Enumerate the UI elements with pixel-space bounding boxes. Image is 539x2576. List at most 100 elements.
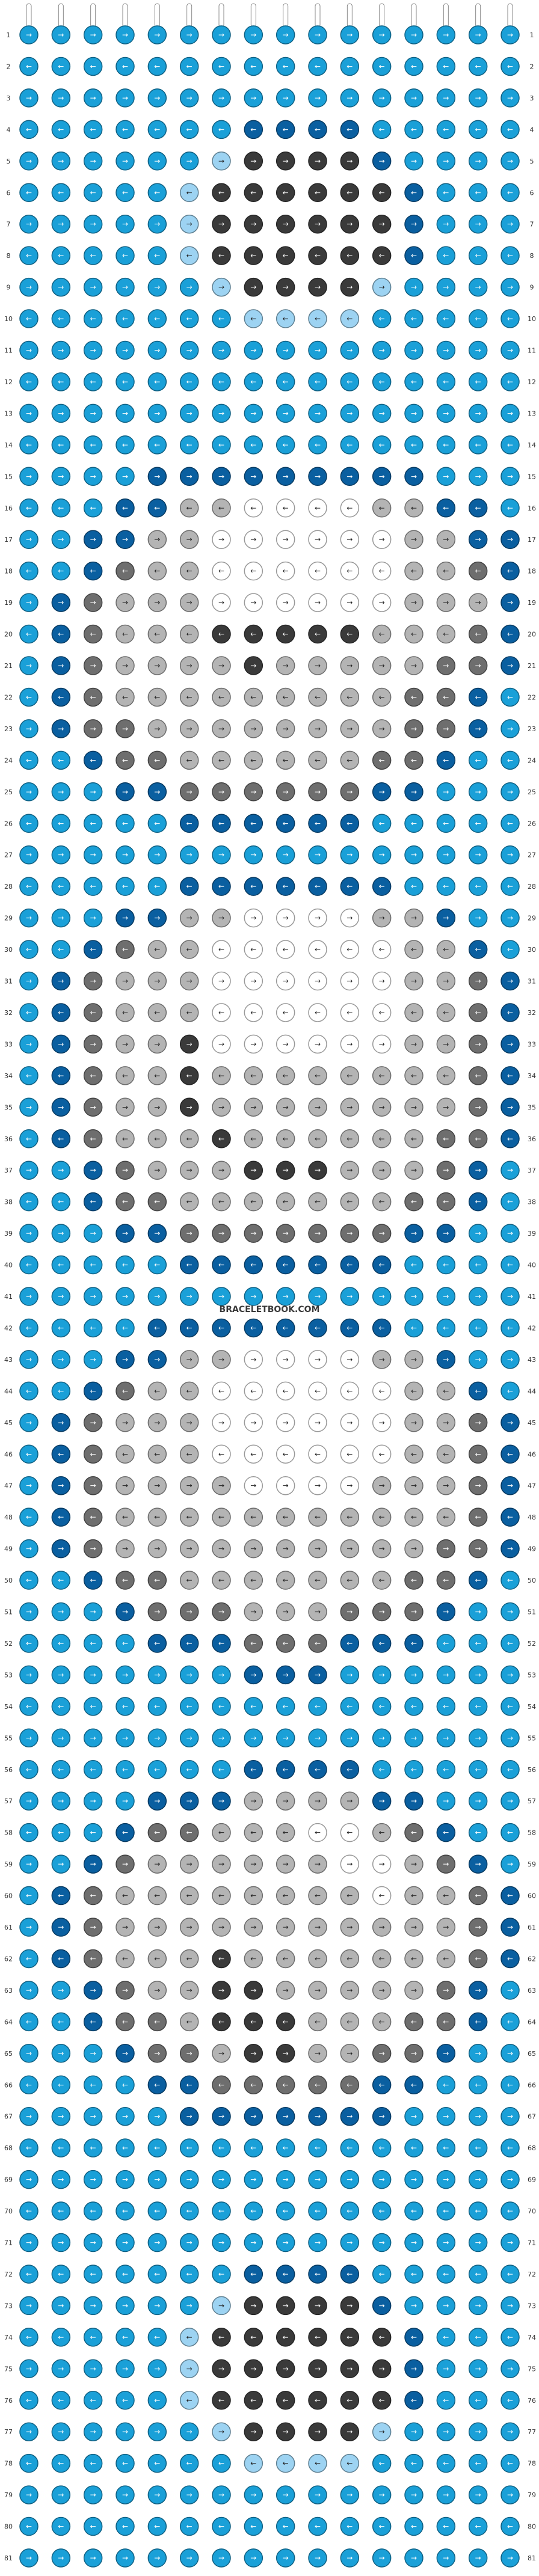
knot-arrow: ← <box>411 2396 417 2405</box>
knot: → <box>404 1918 424 1937</box>
knot-arrow: ← <box>218 188 224 197</box>
knot-arrow: ← <box>315 2522 321 2531</box>
knot: → <box>179 1224 199 1243</box>
knot-arrow: ← <box>379 378 385 386</box>
knot-arrow: → <box>507 1797 513 1805</box>
knot: ← <box>83 1318 103 1338</box>
row-number: 24 <box>4 756 13 764</box>
knot-arrow: ← <box>507 1513 513 1521</box>
knot: ← <box>308 372 327 391</box>
knot: ← <box>436 877 456 896</box>
knot: ← <box>83 498 103 518</box>
row-number: 47 <box>4 1482 13 1490</box>
knot: → <box>404 1539 424 1559</box>
knot-arrow: ← <box>346 2270 353 2278</box>
knot-arrow: ← <box>283 125 289 133</box>
knot-arrow: → <box>315 2239 321 2247</box>
knot-arrow: → <box>283 977 289 986</box>
knot: ← <box>372 1760 392 1779</box>
knot: ← <box>83 1129 103 1148</box>
knot-arrow: → <box>58 2176 64 2184</box>
knot-arrow: ← <box>475 1198 481 1206</box>
row-number: 79 <box>528 2491 536 2499</box>
knot-arrow: → <box>379 1355 385 1364</box>
knot-arrow: → <box>315 1355 321 1364</box>
row-number: 66 <box>4 2081 13 2089</box>
knot: ← <box>116 1949 135 1969</box>
knot-arrow: ← <box>250 1954 256 1963</box>
row-number: 19 <box>4 599 13 607</box>
knot-arrow: → <box>26 535 32 544</box>
knot: ← <box>276 1318 295 1338</box>
knot: ← <box>116 624 135 644</box>
knot: ← <box>468 2516 488 2536</box>
knot-arrow: → <box>475 1482 481 1490</box>
knot: → <box>372 2548 392 2568</box>
knot: ← <box>372 57 392 76</box>
knot: ← <box>308 561 327 581</box>
knot-arrow: → <box>411 346 417 355</box>
knot-arrow: ← <box>122 1450 128 1458</box>
knot-arrow: ← <box>186 2522 192 2531</box>
knot-arrow: ← <box>122 125 128 133</box>
knot: → <box>468 152 488 171</box>
knot: ← <box>19 2138 38 2157</box>
knot-arrow: → <box>26 2176 32 2184</box>
knot: ← <box>51 1003 71 1022</box>
knot: ← <box>500 246 520 265</box>
knot: ← <box>116 435 135 455</box>
knot: → <box>147 908 167 928</box>
knot: ← <box>116 1066 135 1085</box>
knot: → <box>51 2233 71 2252</box>
knot: → <box>116 1413 135 1432</box>
knot-arrow: ← <box>379 2144 385 2152</box>
row-number: 36 <box>4 1135 13 1143</box>
knot: → <box>372 2106 392 2126</box>
knot: → <box>244 467 263 486</box>
knot: → <box>372 530 392 549</box>
knot-arrow: ← <box>122 882 128 891</box>
knot: ← <box>372 2391 392 2410</box>
knot: ← <box>500 940 520 959</box>
knot: ← <box>468 2328 488 2347</box>
knot-arrow: → <box>218 1797 224 1805</box>
knot: ← <box>500 1318 520 1338</box>
knot-arrow: → <box>411 2112 417 2121</box>
knot: ← <box>276 940 295 959</box>
knot: → <box>276 782 295 802</box>
knot-arrow: → <box>154 157 160 165</box>
knot-arrow: ← <box>443 2522 449 2531</box>
knot-arrow: → <box>186 1986 192 1995</box>
knot: ← <box>212 940 231 959</box>
knot: → <box>276 1413 295 1432</box>
knot: ← <box>276 1949 295 1969</box>
knot: ← <box>276 1634 295 1653</box>
knot-arrow: → <box>90 1608 96 1616</box>
string-end <box>154 3 160 28</box>
knot-arrow: → <box>90 2364 96 2373</box>
row-number: 31 <box>4 978 13 986</box>
knot-arrow: → <box>122 409 128 417</box>
knot: ← <box>340 2516 360 2536</box>
knot-arrow: ← <box>58 1639 64 1648</box>
knot-arrow: ← <box>218 882 224 891</box>
knot: ← <box>19 1949 38 1969</box>
knot: ← <box>51 309 71 328</box>
knot: → <box>404 2485 424 2504</box>
knot-arrow: ← <box>315 188 321 197</box>
knot-arrow: → <box>58 1103 64 1111</box>
knot: ← <box>276 2391 295 2410</box>
knot: ← <box>340 2138 360 2157</box>
knot: → <box>244 152 263 171</box>
knot-arrow: ← <box>250 945 256 954</box>
knot: → <box>179 1287 199 1306</box>
knot-arrow: → <box>315 1482 321 1490</box>
knot-arrow: → <box>315 598 321 607</box>
knot: → <box>468 2233 488 2252</box>
knot: → <box>340 2422 360 2441</box>
knot-arrow: ← <box>186 441 192 449</box>
knot: → <box>51 2359 71 2379</box>
knot-arrow: ← <box>250 819 256 827</box>
knot-arrow: → <box>250 914 256 922</box>
row-number: 16 <box>528 504 536 512</box>
